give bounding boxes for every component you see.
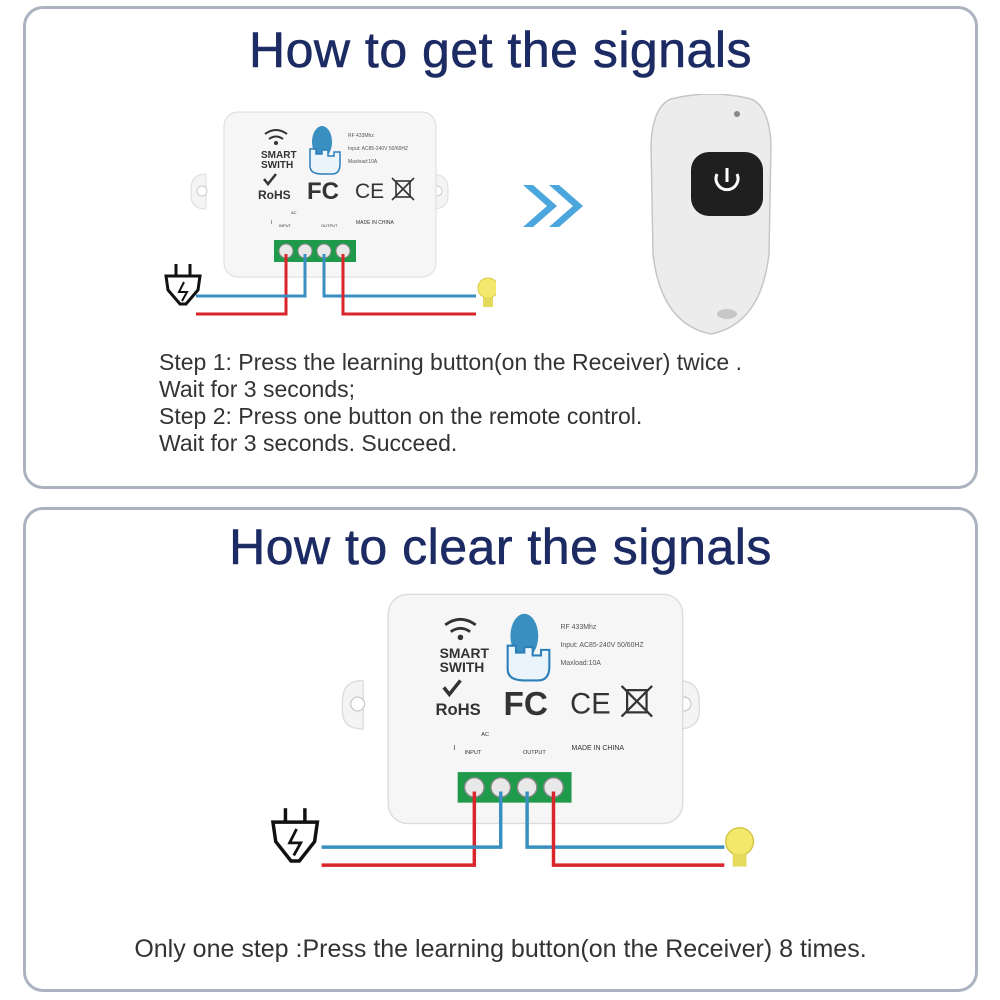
panel-title: How to get the signals bbox=[249, 22, 752, 79]
hand-press-icon bbox=[309, 148, 341, 175]
receiver-body bbox=[223, 111, 437, 278]
plug-icon bbox=[270, 808, 320, 863]
double-chevron-right-icon bbox=[523, 185, 583, 227]
output-label: OUTPUT bbox=[523, 750, 546, 756]
get-signals-panel: How to get the signals SMART SWITH RF 43… bbox=[23, 6, 978, 489]
svg-text:I: I bbox=[271, 220, 272, 226]
hand-press-icon bbox=[506, 644, 551, 682]
neutral-wire-output bbox=[525, 791, 725, 849]
ce-logo: CE bbox=[355, 180, 384, 203]
fc-logo: FC bbox=[307, 178, 339, 205]
live-wire-output bbox=[551, 791, 725, 867]
panel-title: How to clear the signals bbox=[229, 519, 772, 576]
made-in-label: MADE IN CHINA bbox=[572, 745, 625, 752]
ce-logo: CE bbox=[570, 689, 611, 721]
ac-label: AC bbox=[481, 732, 489, 738]
weee-bin-icon bbox=[620, 685, 653, 718]
input-label: INPUT bbox=[465, 750, 482, 756]
input-label: INPUT bbox=[279, 223, 292, 228]
spec-load: Maxload:10A bbox=[560, 660, 601, 667]
bulb-icon bbox=[725, 826, 755, 867]
fc-logo: FC bbox=[504, 686, 548, 723]
terminal-block bbox=[274, 240, 356, 262]
rohs-logo: RoHS bbox=[435, 700, 480, 719]
bulb-icon bbox=[477, 277, 496, 307]
neutral-wire-input bbox=[196, 254, 307, 298]
power-button[interactable] bbox=[691, 152, 763, 216]
rohs-logo: RoHS bbox=[258, 188, 291, 202]
receiver-wiring-diagram: SMART SWITH RF 433Mhz Input: AC85-240V 5… bbox=[270, 593, 755, 867]
receiver-body bbox=[387, 593, 684, 825]
brand-line2: SWITH bbox=[261, 160, 293, 171]
live-wire-output bbox=[341, 254, 476, 316]
brand-line1: SMART bbox=[261, 150, 297, 161]
neutral-wire-output bbox=[322, 254, 476, 298]
step-line: Step 2: Press one button on the remote c… bbox=[159, 403, 643, 429]
step-line: Wait for 3 seconds. Succeed. bbox=[159, 430, 458, 456]
output-label: OUTPUT bbox=[321, 223, 338, 228]
clear-signals-panel: How to clear the signals SMART SWITH RF … bbox=[23, 507, 978, 992]
instruction-steps: Step 1: Press the learning button(on the… bbox=[159, 349, 742, 457]
live-wire-input bbox=[196, 254, 288, 316]
spec-load: Maxload:10A bbox=[348, 159, 378, 165]
step-line: Wait for 3 seconds; bbox=[159, 376, 356, 402]
spec-rf: RF 433Mhz bbox=[560, 624, 596, 631]
live-wire-input bbox=[321, 791, 477, 867]
wifi-icon bbox=[444, 617, 477, 633]
ac-label: AC bbox=[291, 210, 297, 215]
svg-text:I: I bbox=[454, 745, 456, 752]
neutral-wire-input bbox=[321, 791, 503, 849]
brand-line2: SWITH bbox=[440, 659, 485, 675]
wifi-icon bbox=[264, 129, 288, 140]
spec-input: Input: AC85-240V 50/60HZ bbox=[348, 146, 408, 152]
brand-line1: SMART bbox=[440, 645, 490, 661]
clear-instruction: Only one step :Press the learning button… bbox=[134, 935, 867, 963]
spec-input: Input: AC85-240V 50/60HZ bbox=[560, 642, 644, 649]
receiver-wiring-diagram: SMART SWITH RF 433Mhz Input: AC85-240V 5… bbox=[164, 111, 496, 316]
remote-control bbox=[650, 94, 772, 335]
made-in-label: MADE IN CHINA bbox=[356, 220, 394, 226]
weee-bin-icon bbox=[391, 177, 415, 201]
step-line: Step 1: Press the learning button(on the… bbox=[159, 349, 742, 375]
spec-rf: RF 433Mhz bbox=[348, 133, 374, 139]
power-icon bbox=[714, 168, 740, 192]
plug-icon bbox=[164, 264, 202, 306]
